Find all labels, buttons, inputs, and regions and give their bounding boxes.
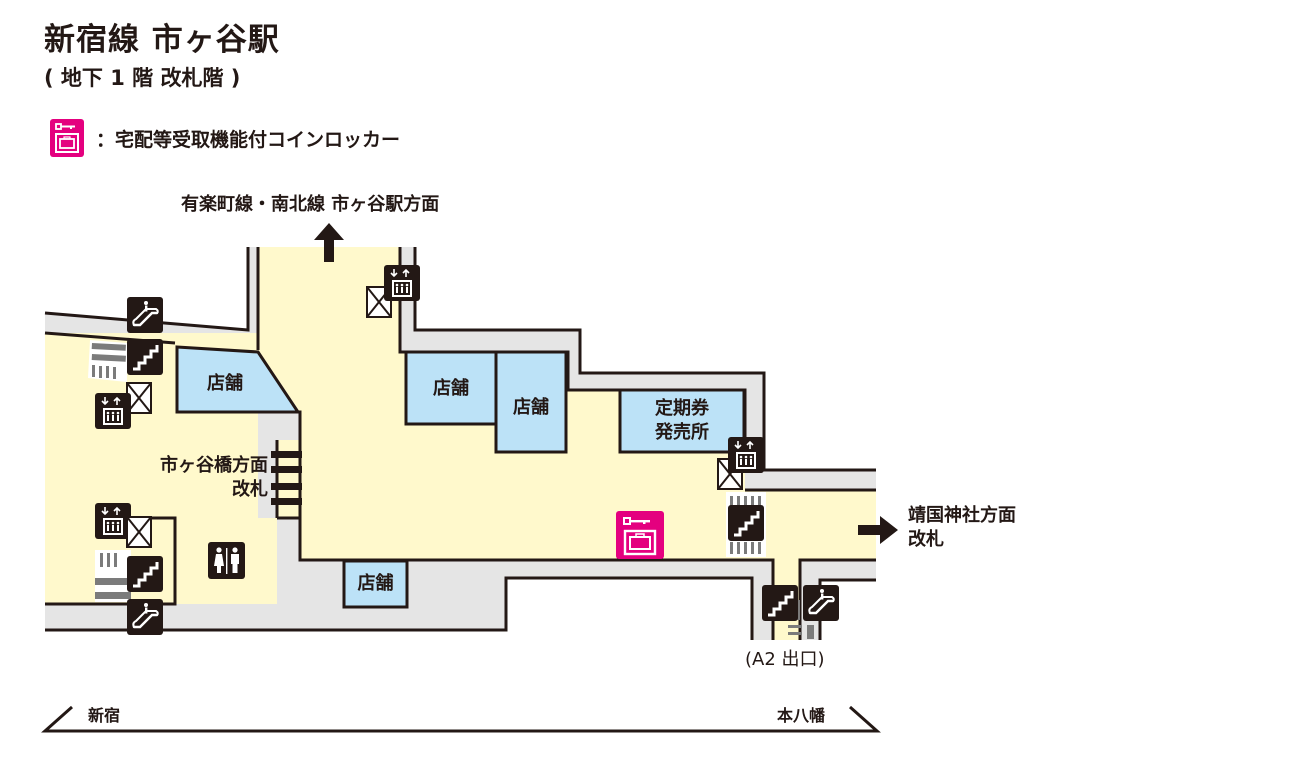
page-title: 新宿線 市ヶ谷駅 <box>44 22 280 58</box>
east-gate-line1: 靖国神社方面 <box>908 505 1016 526</box>
ticket-office-line1: 定期券 <box>655 398 709 419</box>
escalator-icon <box>801 583 841 623</box>
ticket-office-label: 定期券 発売所 <box>620 397 744 445</box>
track-left-station: 新宿 <box>88 706 121 725</box>
elevator-icon <box>383 264 421 302</box>
ticket-gates-west <box>271 451 302 505</box>
elevator-door-icon <box>126 516 152 548</box>
shop-3-label: 店舗 <box>513 397 549 418</box>
legend-label: ：宅配等受取機能付コインロッカー <box>96 128 401 151</box>
legend: ：宅配等受取機能付コインロッカー <box>50 119 400 157</box>
stair-hatching-a2 <box>788 600 814 639</box>
coin-locker-delivery-icon <box>50 119 84 157</box>
west-gate-line1: 市ヶ谷橋方面 <box>160 455 268 476</box>
track-right-station: 本八幡 <box>777 706 826 725</box>
shop-3 <box>494 350 568 454</box>
stairs-icon <box>125 554 165 594</box>
ticket-office <box>618 388 746 454</box>
west-gate-label: 市ヶ谷橋方面 改札 <box>138 454 268 502</box>
shop-1 <box>175 345 301 414</box>
stairs-icon <box>760 583 800 623</box>
ticket-office-line2: 発売所 <box>655 422 709 443</box>
stair-hatching-nw <box>88 340 127 382</box>
stair-hatching-sw <box>95 550 131 602</box>
escalator-icon <box>125 597 165 637</box>
arrow-right-icon <box>858 516 898 544</box>
track-line <box>41 705 881 733</box>
stairs-icon <box>125 337 165 377</box>
shop-4 <box>342 559 409 609</box>
west-gate-line2: 改札 <box>232 479 268 500</box>
elevator-icon <box>94 392 132 430</box>
escalator-icon <box>125 295 165 335</box>
elevator-icon <box>94 502 132 540</box>
exit-a2-label: (A2 出口) <box>745 649 825 670</box>
shop-4-label: 店舗 <box>357 573 394 594</box>
shop-2 <box>404 350 498 426</box>
direction-north-label: 有楽町線・南北線 市ヶ谷駅方面 <box>181 194 440 215</box>
arrow-up-icon <box>314 223 344 262</box>
stairs-icon <box>726 503 766 543</box>
restroom-icon <box>208 542 245 579</box>
east-gate-label: 靖国神社方面 改札 <box>908 504 1016 552</box>
shop-1-label: 店舗 <box>207 373 243 394</box>
shop-2-label: 店舗 <box>433 378 469 399</box>
coin-locker-delivery-icon <box>614 509 666 561</box>
floor-subtitle: ( 地下 1 階 改札階 ) <box>44 66 241 90</box>
east-gate-line2: 改札 <box>908 529 944 550</box>
